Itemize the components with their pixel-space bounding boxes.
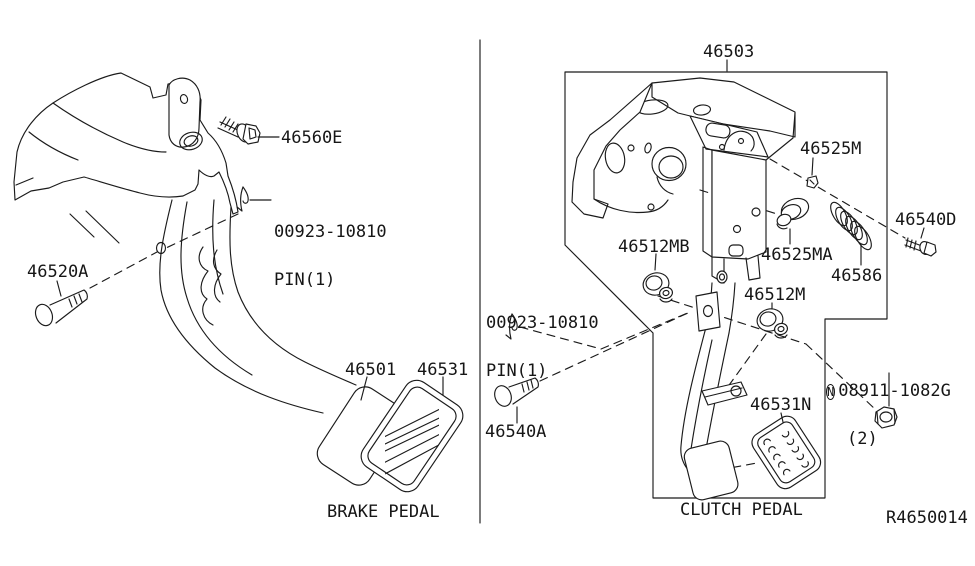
label-46512m: 46512M [744,285,806,305]
pad-tread-lines [385,399,439,481]
brake-bracket [13,72,239,244]
clutch-bracket-46503 [571,77,796,284]
bushing-46512m [756,308,789,339]
stopper-46525ma [776,197,810,230]
clutch-pad-metal [683,440,739,501]
label-46520a: 46520A [27,262,89,282]
label-46512mb: 46512MB [618,237,690,257]
label-46525m: 46525M [800,139,862,159]
nut-08911 [874,406,898,429]
label-46531: 46531 [417,360,469,380]
circled-n-icon: N [826,384,836,400]
label-46503: 46503 [703,42,755,62]
label-46531n: 46531N [750,395,812,415]
bracket-mount-tab [168,77,201,148]
cotter-pin-left [236,186,249,212]
brake-pedal-arm [155,199,357,414]
brake-leader-lines [56,136,444,401]
pivot-boss-hole [155,241,167,255]
label-pin-left: 00923-10810 PIN(1) [274,222,387,290]
brake-pad-rubber-46531 [360,379,464,493]
caption-clutch-pedal: CLUTCH PEDAL [680,500,803,520]
clutch-pedal-clamp [701,381,748,406]
cotter-pin-right [505,313,518,340]
bolt-46540a [494,377,539,407]
label-46540d: 46540D [895,210,957,230]
clutch-pedal-arm [680,270,736,472]
label-46586: 46586 [831,266,883,286]
caption-brake-pedal: BRAKE PEDAL [327,502,440,522]
label-46501: 46501 [345,360,397,380]
spring-46586 [830,201,872,251]
clutch-frame-box [564,71,888,499]
label-46525ma: 46525MA [761,245,833,265]
pedal-mount-tab [695,291,721,332]
clutch-pad-rubber-46531n [751,415,822,490]
label-pin-right: 00923-10810 PIN(1) [486,313,599,381]
label-46540a: 46540A [485,422,547,442]
label-46560e: 46560E [281,128,343,148]
screw-46540d [904,237,937,257]
bolt-46520a [34,289,88,327]
figure-code: R4650014 [886,508,968,528]
clip-46525m [806,175,819,189]
bushing-46512mb [642,272,674,303]
clutch-leader-lines [516,59,925,424]
brake-dashed-leader-lines [89,213,239,289]
bolt-46560e [217,116,261,145]
